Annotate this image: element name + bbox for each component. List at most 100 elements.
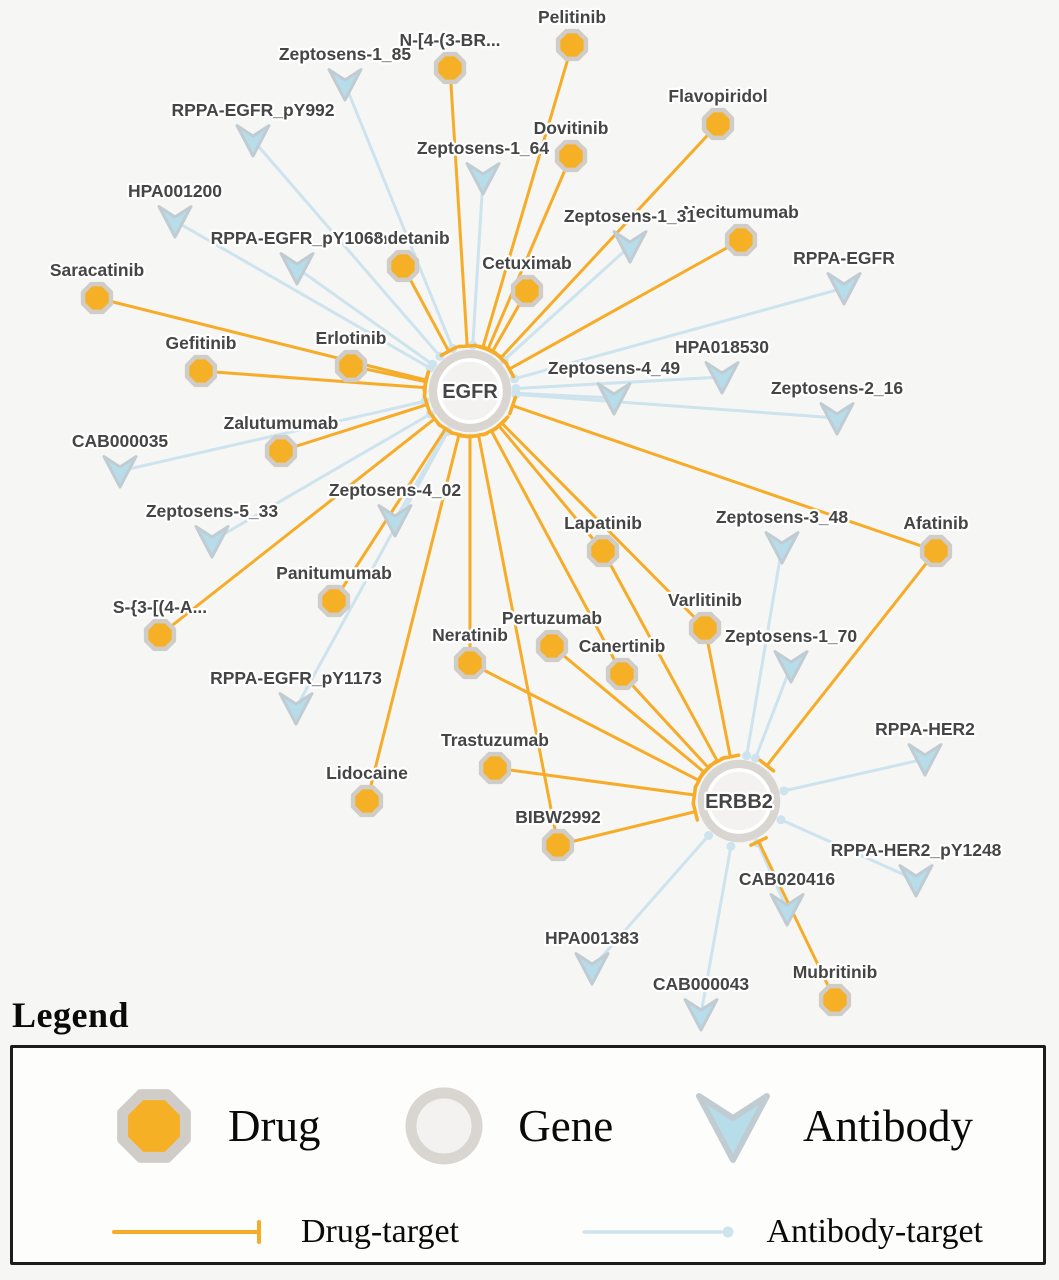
drug-edge-tbar [439, 345, 458, 358]
drug-edge-tbar [700, 760, 717, 776]
drug-node[interactable] [386, 249, 420, 283]
drug-node[interactable] [143, 618, 177, 652]
antibody-node[interactable] [102, 455, 138, 489]
drug-node[interactable] [919, 534, 953, 568]
antibody-label: CAB000035 [72, 431, 169, 451]
drug-edge-tbar [691, 784, 698, 806]
drug-edge-tbar [422, 394, 432, 415]
gene-node[interactable] [428, 349, 512, 433]
drug-edge [365, 433, 461, 803]
antibody-node[interactable] [465, 162, 501, 196]
drug-edge-tbar [508, 395, 518, 416]
drug-node[interactable] [334, 349, 368, 383]
legend-item-drug: Drug [108, 1080, 320, 1172]
legend-label-drug-target: Drug-target [301, 1213, 459, 1250]
antibody-node[interactable] [574, 952, 610, 986]
drug-edge-tbar [449, 430, 470, 439]
drug-node[interactable] [586, 534, 620, 568]
antibody-node[interactable] [377, 504, 413, 538]
drug-edge [497, 424, 605, 553]
antibody-edge [393, 429, 449, 522]
antibody-label: Zeptosens-4_49 [548, 358, 681, 378]
drug-label: Afatinib [903, 513, 968, 533]
antibody-node[interactable] [194, 525, 230, 559]
drug-label: Erlotinib [316, 328, 387, 348]
drug-label: Varlitinib [668, 590, 742, 610]
drug-edge [765, 549, 938, 768]
drug-label: Trastuzumab [441, 730, 549, 750]
gene-node[interactable] [697, 759, 781, 843]
drug-node[interactable] [453, 646, 487, 680]
antibody-node[interactable] [704, 361, 740, 395]
drug-label: S-{3-[(4-A... [113, 597, 207, 617]
antibody-target-edge-icon [582, 1226, 734, 1238]
drug-label: Canertinib [579, 636, 666, 656]
drug-edge-tbar [456, 343, 478, 349]
antibody-label: RPPA-EGFR_pY1068 [211, 228, 384, 248]
antibody-edge [779, 818, 918, 882]
drug-edge [493, 766, 696, 797]
drug-edge [158, 417, 437, 637]
drug-node[interactable] [317, 584, 351, 618]
antibody-node[interactable] [764, 531, 800, 565]
drug-label: BIBW2992 [515, 807, 601, 827]
drug-edge [507, 238, 743, 371]
drug-edge-tbar [422, 371, 430, 392]
drug-node[interactable] [510, 274, 544, 308]
drug-label: Neratinib [432, 625, 508, 645]
gene-label: ERBB2 [705, 791, 773, 813]
antibody-node[interactable] [157, 205, 193, 239]
drug-label: Gefitinib [166, 333, 237, 353]
drug-node[interactable] [701, 107, 735, 141]
antibody-node[interactable] [819, 402, 855, 436]
drug-node[interactable] [724, 223, 758, 257]
drug-edge-tbar [720, 753, 741, 761]
drug-node[interactable] [478, 751, 512, 785]
drug-node[interactable] [605, 657, 639, 691]
legend-item-antibody: Antibody [691, 1084, 973, 1168]
antibody-node[interactable] [898, 864, 934, 898]
antibody-node[interactable] [773, 650, 809, 684]
drug-label: Pelitinib [538, 7, 606, 27]
antibody-node[interactable] [278, 692, 314, 726]
antibody-edge-endpoint [726, 841, 736, 851]
drug-node[interactable] [535, 629, 569, 663]
antibody-node[interactable] [826, 272, 862, 306]
drug-node[interactable] [80, 281, 114, 315]
antibody-label: Zeptosens-1_31 [564, 206, 697, 226]
legend-label-antibody: Antibody [802, 1101, 973, 1151]
drug-node[interactable] [818, 983, 852, 1017]
drug-edge [601, 549, 719, 763]
drug-node[interactable] [554, 139, 588, 173]
antibody-edge-endpoint [776, 815, 786, 825]
drug-edge [550, 644, 706, 774]
antibody-node[interactable] [769, 893, 805, 927]
drug-node[interactable] [433, 51, 467, 85]
drug-label: Flavopiridol [668, 86, 767, 106]
antibody-edge [514, 375, 724, 390]
antibody-node[interactable] [683, 998, 719, 1032]
antibody-label: Zeptosens-1_85 [279, 44, 412, 64]
legend-label-drug: Drug [228, 1101, 321, 1151]
antibody-node[interactable] [907, 743, 943, 777]
legend-label-gene: Gene [518, 1101, 614, 1151]
antibody-node[interactable] [596, 382, 632, 416]
drug-target-edge-icon [112, 1220, 261, 1244]
drug-edge [448, 66, 469, 348]
antibody-node[interactable] [327, 68, 363, 102]
drug-node[interactable] [184, 354, 218, 388]
antibody-node[interactable] [235, 124, 271, 158]
drug-label: Dovitinib [534, 118, 609, 138]
antibody-node[interactable] [612, 230, 648, 264]
drug-edge [486, 154, 573, 352]
drug-node[interactable] [264, 434, 298, 468]
drug-node[interactable] [541, 828, 575, 862]
drug-node[interactable] [688, 611, 722, 645]
drug-edge-tbar [758, 758, 776, 773]
drug-node[interactable] [350, 784, 384, 818]
antibody-edge [512, 286, 846, 381]
antibody-label: RPPA-EGFR [793, 248, 895, 268]
antibody-node[interactable] [279, 252, 315, 286]
drug-node[interactable] [555, 28, 589, 62]
